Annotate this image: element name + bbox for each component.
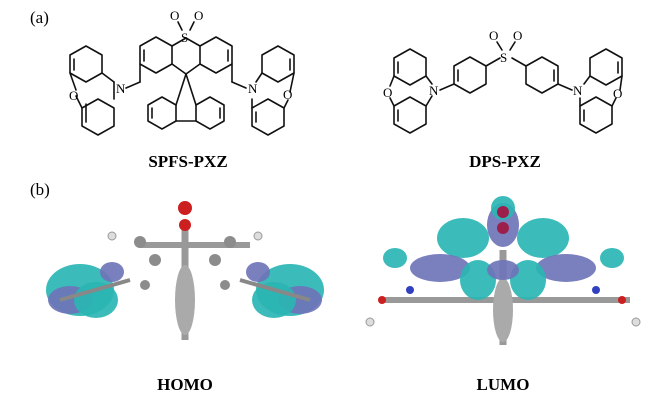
atom-o-left-1: O [69, 88, 78, 103]
atom-o-left-2: O [283, 87, 292, 102]
atom-n-right-2: N [573, 83, 583, 98]
molecule-name-spfs-pxz: SPFS-PXZ [148, 152, 228, 171]
atom-o-sulfonyl-right-2: O [513, 28, 522, 43]
chemical-structures: N O S O O N O [69, 8, 623, 136]
lumo-orbital-image [365, 196, 641, 345]
atom-n-right-1: N [429, 83, 439, 98]
panel-label-a: (a) [30, 8, 49, 27]
oxygen-atom-ball [178, 201, 192, 215]
orbital-caption-homo: HOMO [157, 375, 213, 394]
atom-o-right-2: O [613, 86, 622, 101]
spfs-pxz-structure: N O S O O N O [69, 8, 295, 136]
homo-orbital-image [46, 201, 324, 340]
atom-s-right: S [500, 50, 507, 65]
atom-o-right-1: O [383, 85, 392, 100]
orbital-caption-lumo: LUMO [476, 375, 530, 394]
atom-o-sulfonyl-left-2: O [194, 8, 203, 23]
dps-pxz-structure: N O S O O N O [383, 28, 623, 134]
atom-n-left-1: N [116, 81, 126, 96]
panel-label-b: (b) [30, 180, 50, 199]
atom-s-left: S [181, 30, 188, 45]
molecule-name-dps-pxz: DPS-PXZ [469, 152, 541, 171]
atom-o-sulfonyl-left-1: O [170, 8, 179, 23]
atom-n-left-2: N [248, 81, 258, 96]
atom-o-sulfonyl-right-1: O [489, 28, 498, 43]
